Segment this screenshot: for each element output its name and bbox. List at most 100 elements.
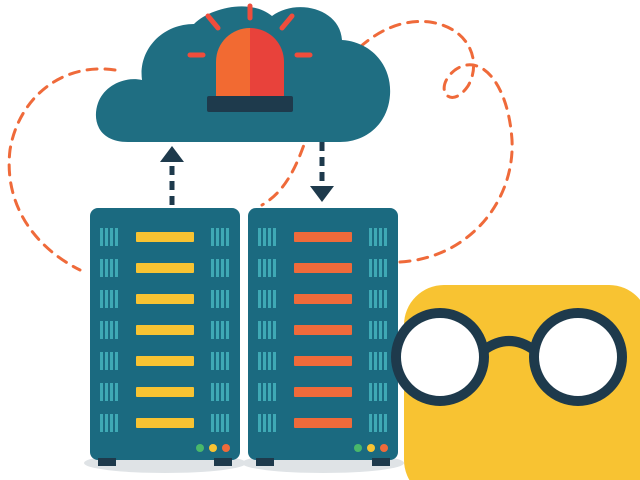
rack-vent [105,321,108,339]
rack-vent [369,290,372,308]
rack-vent [263,383,266,401]
rack-vent [379,228,382,246]
rack-vent [268,259,271,277]
rack-vent [105,290,108,308]
drive-slot [294,294,352,304]
rack-vent [105,352,108,370]
rack-vent [110,259,113,277]
status-led [380,444,388,452]
drive-slot [294,356,352,366]
rack-vent [105,259,108,277]
rack-vent [115,259,118,277]
rack-vent [226,290,229,308]
rack-vent [115,228,118,246]
rack-vent [211,321,214,339]
rack-vent [258,259,261,277]
rack-vent [226,259,229,277]
rack-vent [263,414,266,432]
drive-slot [136,263,194,273]
rack-vent [115,290,118,308]
glasses-icon [391,308,627,406]
status-led [354,444,362,452]
rack-vent [221,228,224,246]
rack-vent [263,228,266,246]
rack-vent [221,290,224,308]
rack-vent [110,383,113,401]
rack-vent [105,228,108,246]
rack-vent [226,352,229,370]
rack-vent [100,352,103,370]
arrow-up-icon [160,146,184,205]
rack-foot [256,458,274,466]
rack-vent [273,383,276,401]
rack-vent [211,290,214,308]
rack-vent [268,290,271,308]
rack-vent [221,383,224,401]
rack-vent [369,228,372,246]
rack-vent [369,259,372,277]
status-led [222,444,230,452]
rack-vent [268,228,271,246]
rack-vent [115,352,118,370]
rack-vent [273,259,276,277]
rack-vent [115,383,118,401]
rack-vent [369,321,372,339]
server-rack-right [242,208,404,473]
rack-vent [379,352,382,370]
rack-vent [258,352,261,370]
drive-slot [294,232,352,242]
rack-vent [110,290,113,308]
rack-vent [263,259,266,277]
rack-vent [384,290,387,308]
rack-vent [221,259,224,277]
status-led [196,444,204,452]
rack-vent [374,228,377,246]
rack-vent [211,228,214,246]
rack-vent [115,321,118,339]
rack-vent [369,414,372,432]
rack-vent [268,414,271,432]
rack-vent [110,228,113,246]
drive-slot [136,387,194,397]
rack-vent [110,414,113,432]
rack-vent [379,290,382,308]
rack-vent [100,228,103,246]
rack-vent [384,352,387,370]
alarm-light-icon [187,3,313,112]
rack-vent [211,259,214,277]
drive-slot [136,294,194,304]
rack-vent [216,290,219,308]
rack-vent [374,383,377,401]
rack-vent [100,321,103,339]
rack-vent [374,352,377,370]
rack-vent [273,414,276,432]
rack-vent [273,228,276,246]
rack-vent [258,228,261,246]
rack-vent [273,290,276,308]
drive-slot [136,232,194,242]
drive-slot [136,325,194,335]
rack-vent [258,321,261,339]
drive-slot [294,263,352,273]
rack-vent [384,414,387,432]
rack-vent [221,321,224,339]
rack-vent [216,228,219,246]
rack-vent [105,383,108,401]
rack-vent [379,383,382,401]
rack-vent [384,228,387,246]
rack-vent [115,414,118,432]
status-led [209,444,217,452]
rack-foot [214,458,232,466]
server-rack-left [84,208,246,473]
drive-slot [136,356,194,366]
rack-vent [100,259,103,277]
rack-vent [216,259,219,277]
rack-vent [379,259,382,277]
rack-vent [369,352,372,370]
rack-vent [374,414,377,432]
drive-slot [294,387,352,397]
rack-vent [216,383,219,401]
rack-foot [372,458,390,466]
rack-vent [268,321,271,339]
rack-vent [216,414,219,432]
